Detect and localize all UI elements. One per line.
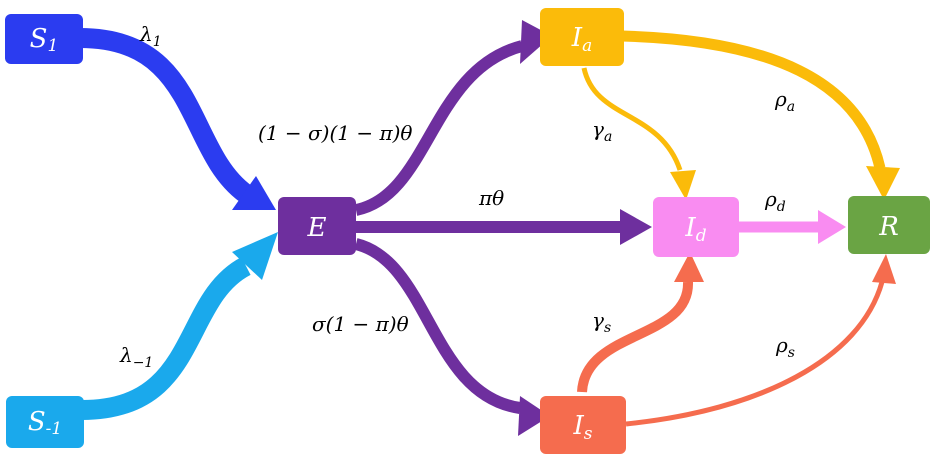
svg-text:S1: S1 xyxy=(30,24,59,56)
svg-text:S-1: S-1 xyxy=(28,407,62,439)
edge-ia-to-r xyxy=(621,30,900,200)
label-rho-d: ρd xyxy=(764,187,786,215)
edge-id-to-r xyxy=(737,210,846,244)
node-s1: S1 xyxy=(5,14,83,64)
svg-text:Ia: Ia xyxy=(571,23,592,56)
node-r: R xyxy=(848,196,930,254)
node-s-minus1: S-1 xyxy=(6,396,84,448)
edge-e-to-ia xyxy=(354,20,552,216)
edge-e-to-id xyxy=(356,209,652,245)
node-id: Id xyxy=(653,197,739,257)
label-lambda1: λ1 xyxy=(139,22,162,50)
label-gamma-a: γa xyxy=(592,117,612,145)
edge-s1-to-e xyxy=(79,28,276,210)
node-is: Is xyxy=(540,396,626,454)
edge-is-to-r xyxy=(625,254,896,427)
node-e: E xyxy=(278,197,356,255)
label-gamma-s: γs xyxy=(592,308,611,336)
label-lambda-minus1: λ−1 xyxy=(119,343,153,371)
svg-text:E: E xyxy=(307,213,327,243)
edge-s_1-to-e xyxy=(81,232,278,420)
label-rho-s: ρs xyxy=(775,333,795,361)
node-ia: Ia xyxy=(540,8,624,66)
label-e-to-is: σ(1 − π)θ xyxy=(312,312,409,336)
edge-is-to-id xyxy=(577,252,704,393)
label-e-to-id: πθ xyxy=(478,186,504,210)
label-e-to-ia: (1 − σ)(1 − π)θ xyxy=(258,121,412,145)
edge-ia-to-id xyxy=(581,67,696,200)
svg-text:R: R xyxy=(878,212,899,242)
label-rho-a: ρa xyxy=(774,87,795,115)
svg-text:Is: Is xyxy=(572,411,592,444)
svg-text:Id: Id xyxy=(684,213,706,246)
edge-e-to-is xyxy=(354,238,550,436)
